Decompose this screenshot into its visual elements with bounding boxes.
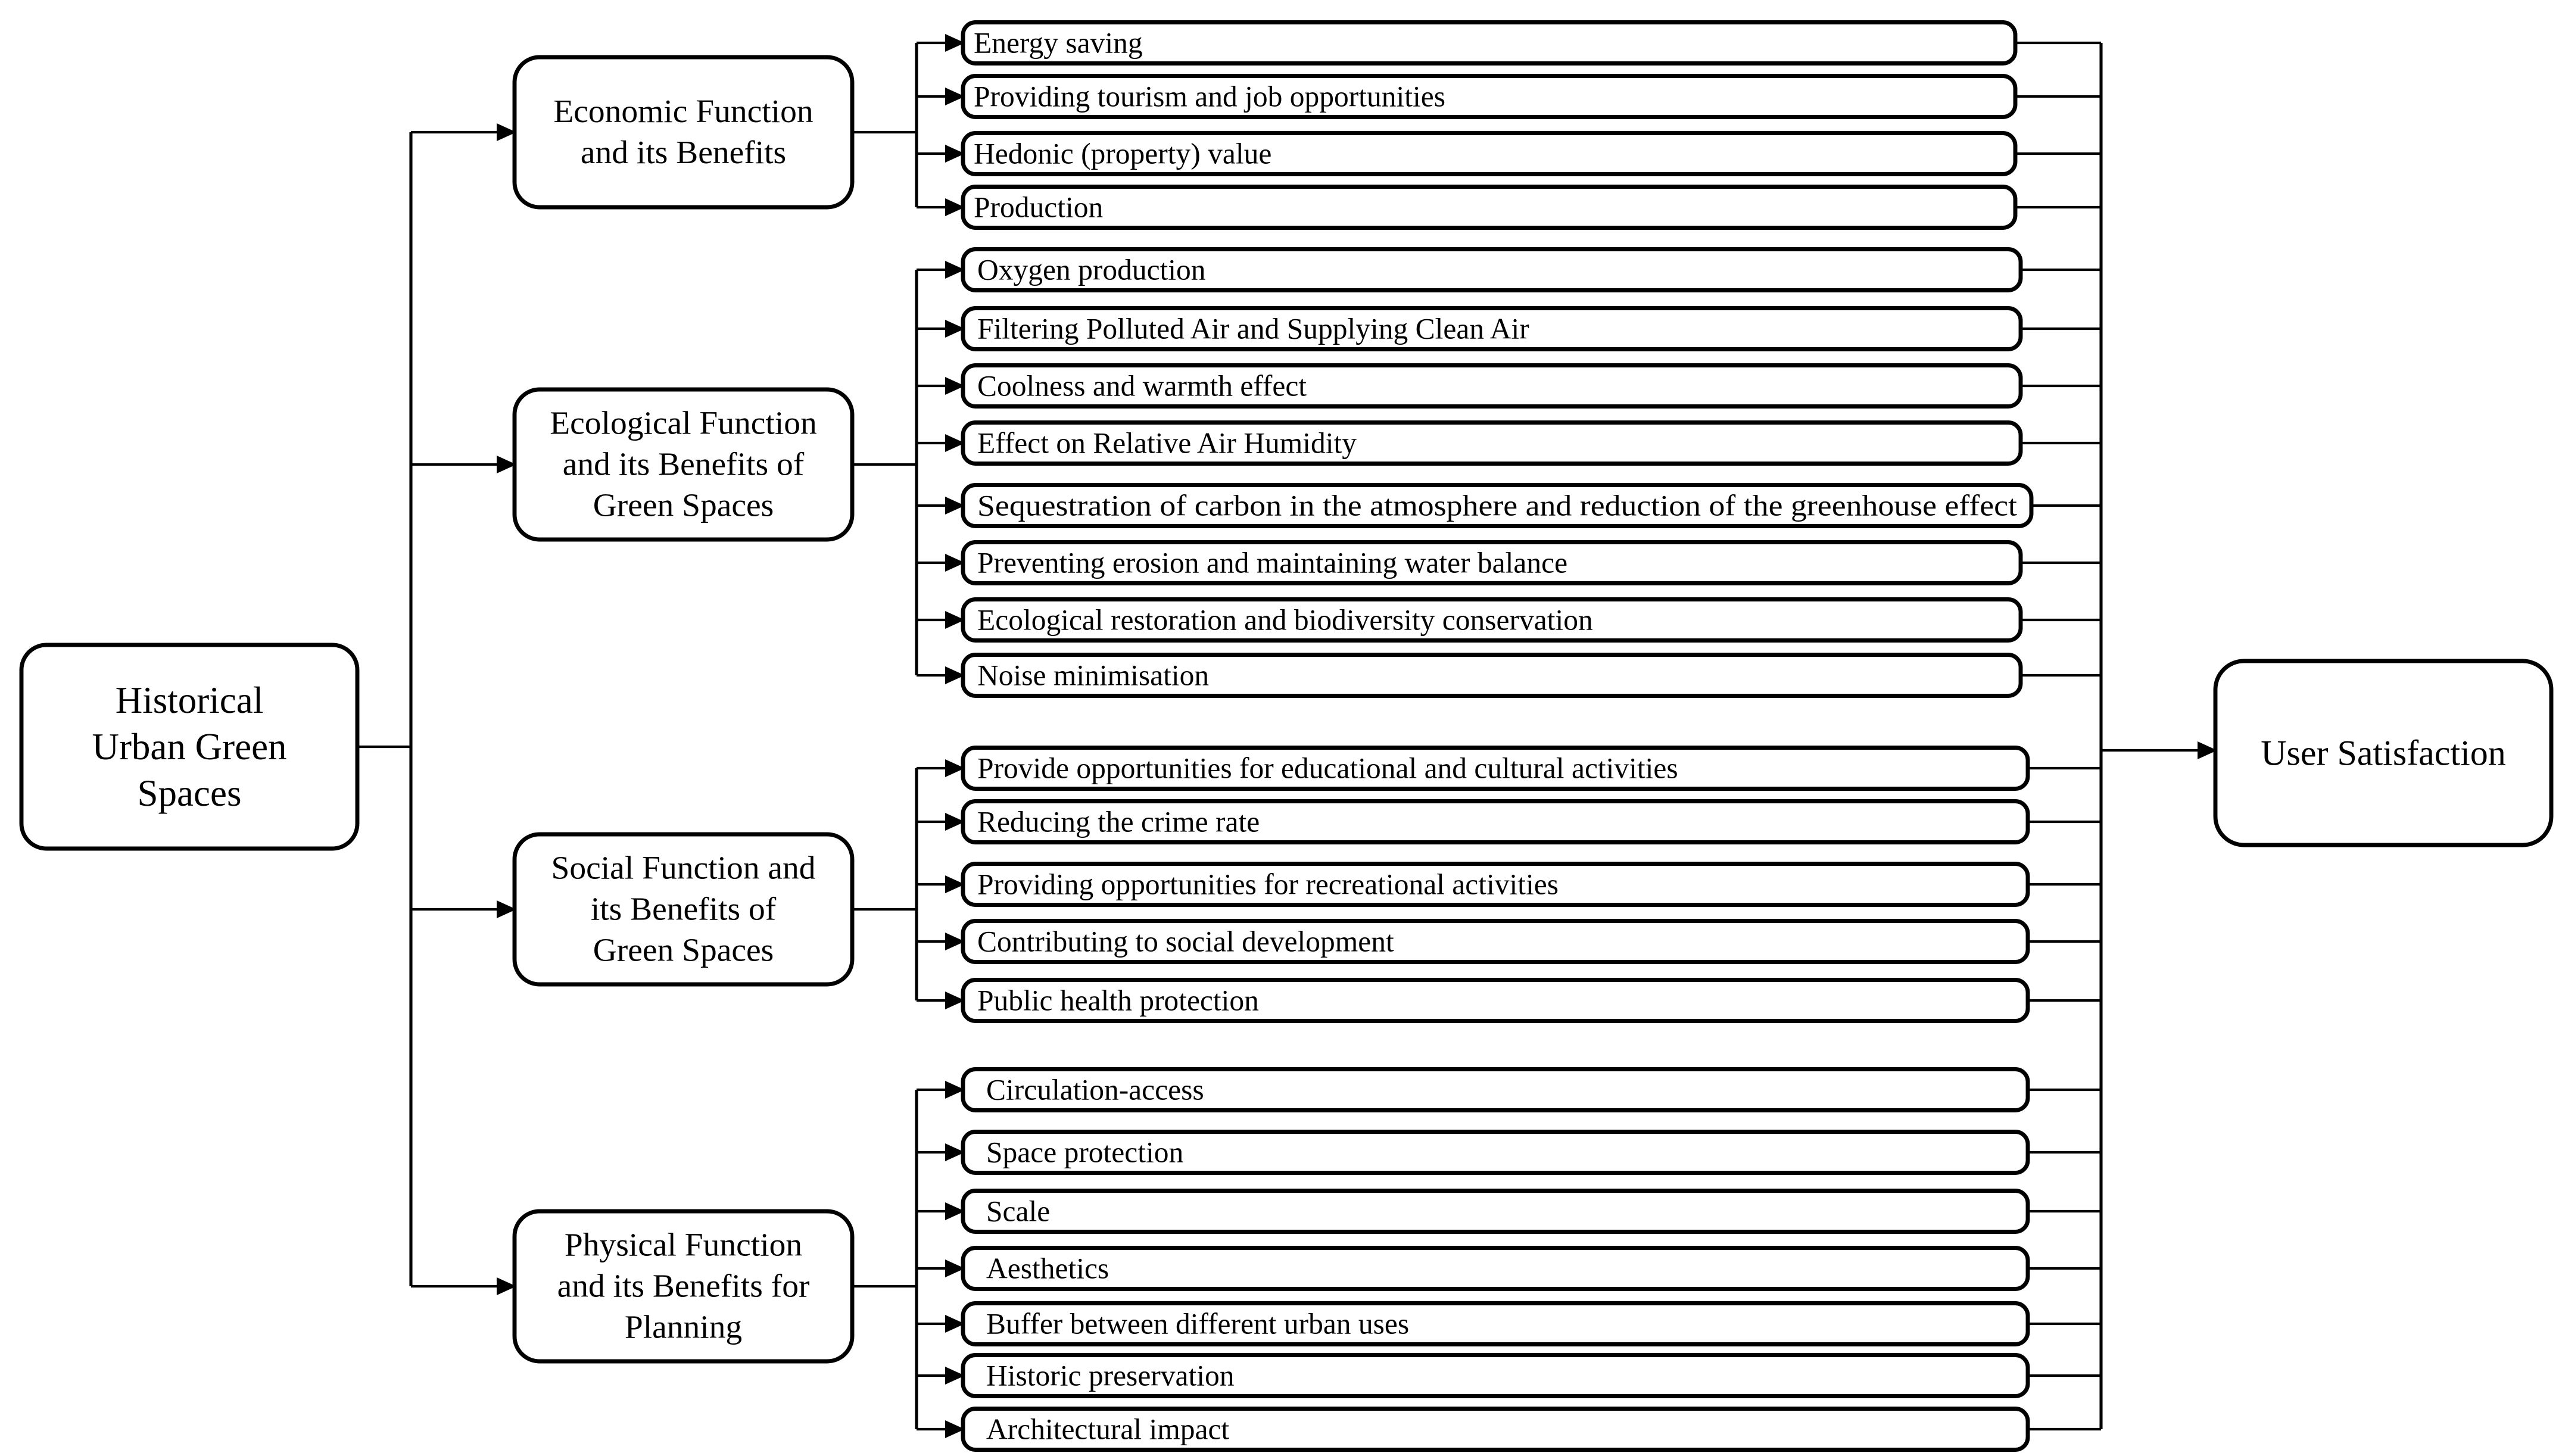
category-label-physical: and its Benefits for xyxy=(557,1268,810,1305)
item-label: Sequestration of carbon in the atmospher… xyxy=(977,490,2017,522)
item-label: Architectural impact xyxy=(986,1413,1229,1446)
item-arrow-icon xyxy=(945,145,965,163)
category-label-physical: Physical Function xyxy=(565,1227,802,1264)
category-label-social: Green Spaces xyxy=(593,933,774,969)
item-label: Space protection xyxy=(986,1136,1183,1169)
category-label-social: its Benefits of xyxy=(591,891,777,928)
category-box-social xyxy=(512,832,855,987)
item-arrow-icon xyxy=(945,320,965,338)
item-arrow-icon xyxy=(945,88,965,105)
item-arrow-icon xyxy=(945,1367,965,1385)
item-label: Scale xyxy=(986,1195,1050,1228)
item-arrow-icon xyxy=(945,1315,965,1333)
item-label: Noise minimisation xyxy=(977,659,1209,692)
item-arrow-icon xyxy=(945,1202,965,1220)
item-arrow-icon xyxy=(945,992,965,1009)
root-label: Historical xyxy=(116,679,263,721)
item-label: Ecological restoration and biodiversity … xyxy=(977,604,1593,637)
item-arrow-icon xyxy=(945,1259,965,1277)
sink-box xyxy=(2213,659,2554,847)
item-arrow-icon xyxy=(945,261,965,279)
item-arrow-icon xyxy=(945,1081,965,1099)
branch-arrow-icon-physical xyxy=(497,1277,516,1295)
branch-arrow-icon-social xyxy=(497,900,516,918)
item-label: Reducing the crime rate xyxy=(977,806,1260,838)
category-label-ecological: Green Spaces xyxy=(593,488,774,524)
item-label: Providing tourism and job opportunities xyxy=(974,80,1445,113)
item-label: Energy saving xyxy=(974,27,1143,60)
item-label: Aesthetics xyxy=(986,1252,1109,1285)
item-label: Hedonic (property) value xyxy=(974,138,1271,170)
category-label-physical: Planning xyxy=(625,1310,742,1346)
category-label-ecological: and its Benefits of xyxy=(563,447,805,483)
item-arrow-icon xyxy=(945,497,965,515)
item-box-physical-3 xyxy=(961,1246,2030,1291)
item-label: Oxygen production xyxy=(977,254,1206,286)
item-box-physical-2 xyxy=(961,1189,2030,1234)
root-box xyxy=(19,643,360,851)
item-label: Contributing to social development xyxy=(977,925,1394,958)
item-arrow-icon xyxy=(945,34,965,52)
root-label: Spaces xyxy=(138,772,242,814)
item-label: Preventing erosion and maintaining water… xyxy=(977,547,1567,579)
item-arrow-icon xyxy=(945,875,965,893)
category-label-social: Social Function and xyxy=(551,850,816,887)
item-label: Circulation-access xyxy=(986,1074,1204,1106)
item-label: Buffer between different urban uses xyxy=(986,1308,1409,1340)
item-arrow-icon xyxy=(945,554,965,572)
category-label-economic: and its Benefits xyxy=(581,135,786,171)
category-label-economic: Economic Function xyxy=(553,93,813,130)
item-arrow-icon xyxy=(945,434,965,452)
item-label: Providing opportunities for recreational… xyxy=(977,868,1559,901)
branch-arrow-icon-ecological xyxy=(497,456,516,473)
item-label: Effect on Relative Air Humidity xyxy=(977,427,1357,460)
category-label-ecological: Ecological Function xyxy=(550,406,817,442)
category-box-physical xyxy=(512,1209,855,1364)
item-box-economic-3 xyxy=(961,185,2018,230)
item-arrow-icon xyxy=(945,1143,965,1161)
item-label: Provide opportunities for educational an… xyxy=(977,752,1678,785)
item-arrow-icon xyxy=(945,377,965,395)
sink-label: User Satisfaction xyxy=(2261,734,2506,773)
sink-arrow-icon xyxy=(2198,741,2217,759)
item-label: Historic preservation xyxy=(986,1360,1235,1392)
root-label: Urban Green xyxy=(92,726,286,768)
item-label: Filtering Polluted Air and Supplying Cle… xyxy=(977,313,1529,345)
item-arrow-icon xyxy=(945,666,965,684)
category-box-ecological xyxy=(512,387,855,542)
item-arrow-icon xyxy=(945,759,965,777)
item-arrow-icon xyxy=(945,611,965,629)
item-arrow-icon xyxy=(945,198,965,216)
item-arrow-icon xyxy=(945,933,965,950)
item-arrow-icon xyxy=(945,1420,965,1438)
item-label: Public health protection xyxy=(977,984,1259,1017)
item-label: Coolness and warmth effect xyxy=(977,370,1307,403)
category-box-economic xyxy=(512,55,855,210)
branch-arrow-icon-economic xyxy=(497,123,516,141)
item-arrow-icon xyxy=(945,813,965,831)
item-label: Production xyxy=(974,191,1103,224)
